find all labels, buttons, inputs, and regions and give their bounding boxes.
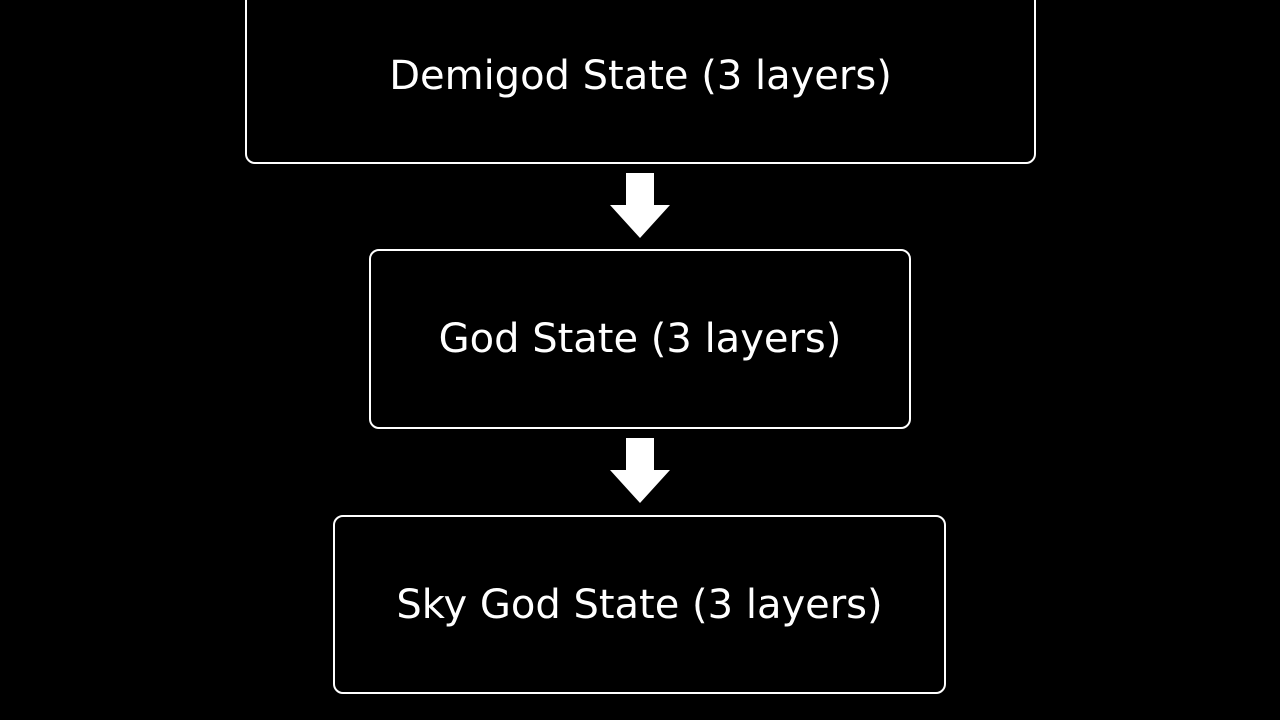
arrow-down-icon [610, 438, 670, 503]
node-demigod-state: Demigod State (3 layers) [245, 0, 1036, 164]
arrow-down-icon [610, 173, 670, 238]
node-label: Sky God State (3 layers) [396, 581, 883, 628]
node-label: God State (3 layers) [438, 316, 842, 362]
node-label: Demigod State (3 layers) [389, 53, 892, 99]
node-god-state: God State (3 layers) [369, 249, 911, 429]
node-sky-god-state: Sky God State (3 layers) [333, 515, 946, 694]
